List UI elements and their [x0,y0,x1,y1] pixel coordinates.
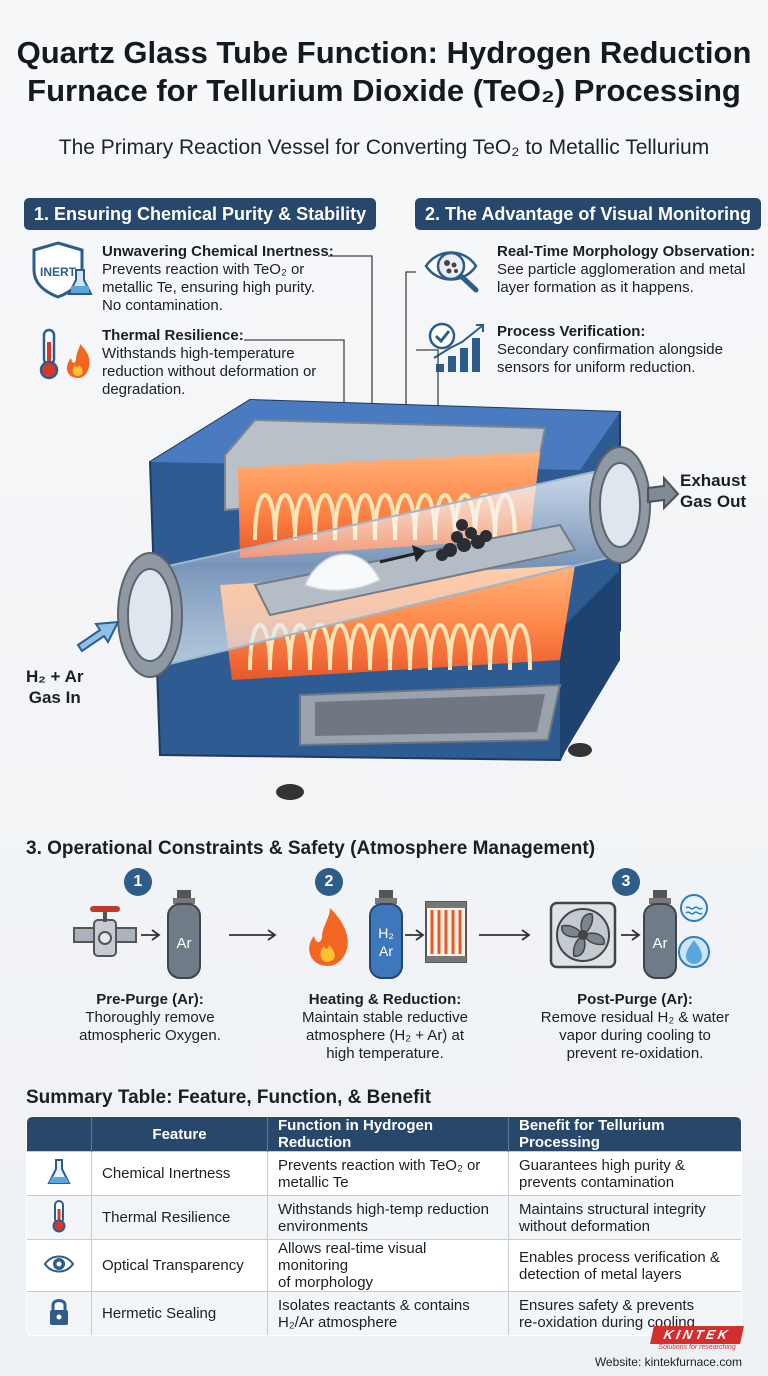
water-drop-icon [678,894,710,968]
furnace-illustration [76,255,680,800]
inlet-flange [117,552,183,678]
thermometer-icon [52,1199,66,1232]
website-link[interactable]: Website: kintekfurnace.com [594,1355,742,1369]
eye-icon [43,1255,75,1272]
outlet-flange [589,446,651,564]
column-header-feature: Feature [91,1117,268,1152]
section3-heading: 3. Operational Constraints & Safety (Atm… [26,838,596,859]
inlet-label: H₂ + Ar Gas In [26,667,84,707]
flask-icon [47,1158,71,1184]
inert-shield-icon: INERT [32,241,93,299]
arrow-icon [621,929,641,941]
magnifier-eye-icon [424,251,479,293]
cooling-fan-icon [549,901,617,969]
flame-icon [309,908,348,966]
step1-number: 1 [124,868,152,896]
section2-item-morphology: Real-Time Morphology Observation: See pa… [497,243,756,296]
flow-arrow-1 [229,929,277,941]
icon-column-header [27,1117,92,1152]
page-subtitle: The Primary Reaction Vessel for Converti… [58,136,710,159]
arrow-icon [405,929,425,941]
feature-cell: Optical Transparency [91,1239,268,1292]
ar-cylinder-icon: Ar [167,890,201,979]
exhaust-label: Exhaust Gas Out [680,471,747,511]
summary-table: Feature Function in Hydrogen Reduction B… [26,1116,742,1336]
svg-text:Ar: Ar [177,935,192,952]
heater-coil-icon [425,901,467,963]
svg-text:H₂: H₂ [378,925,394,941]
table-header-row: Feature Function in Hydrogen Reduction B… [27,1117,741,1152]
lock-icon [50,1298,68,1325]
valve-icon [73,906,137,957]
svg-text:Ar: Ar [653,935,668,952]
step3-description: Post-Purge (Ar): Remove residual H₂ & wa… [540,991,730,1062]
table-row: Chemical Inertness Prevents reaction wit… [27,1151,741,1196]
gas-out-arrow [647,475,680,511]
benefit-cell: Enables process verification &detection … [508,1239,741,1292]
step3-number: 3 [612,868,640,896]
teo2-powder [304,553,382,592]
section2-heading: 2. The Advantage of Visual Monitoring [415,198,762,230]
feature-cell: Hermetic Sealing [91,1291,268,1335]
arrow-icon [141,929,161,941]
logo-tagline: Solutions for researching [658,1344,736,1351]
summary-heading: Summary Table: Feature, Function, & Bene… [26,1087,432,1108]
step2-number: 2 [315,868,343,896]
table-row: Thermal Resilience Withstands high-temp … [27,1195,741,1240]
tellurium-particles [436,519,492,561]
table-row: Hermetic Sealing Isolates reactants & co… [27,1291,741,1335]
thermometer-flame-icon [39,328,90,380]
column-header-benefit: Benefit for Tellurium Processing [508,1117,741,1152]
page-title: Quartz Glass Tube Function: Hydrogen Red… [16,35,752,108]
feature-cell: Chemical Inertness [91,1151,268,1196]
step2-description: Heating & Reduction: Maintain stable red… [302,991,468,1062]
feature-cell: Thermal Resilience [91,1195,268,1240]
section1-heading: 1. Ensuring Chemical Purity & Stability [24,198,377,230]
step1-description: Pre-Purge (Ar): Thoroughly remove atmosp… [79,991,221,1044]
section1-item-thermal: Thermal Resilience: Withstands high-temp… [102,327,317,398]
kintek-logo: KINTEK [650,1326,744,1344]
section1-item-inertness: Unwavering Chemical Inertness: Prevents … [102,243,334,314]
chart-check-icon [428,322,484,372]
benefit-cell: Guarantees high purity &prevents contami… [508,1151,741,1196]
ar-cylinder-icon: Ar [643,890,677,979]
h2-ar-cylinder-icon: H₂ Ar [369,890,403,979]
section2-item-verification: Process Verification: Secondary confirma… [497,323,723,376]
gas-in-arrow [76,620,120,653]
flow-arrow-2 [479,929,531,941]
svg-text:INERT: INERT [40,265,77,279]
svg-text:Ar: Ar [379,943,393,959]
column-header-function: Function in Hydrogen Reduction [267,1117,509,1152]
table-row: Optical Transparency Allows real-time vi… [27,1239,741,1292]
